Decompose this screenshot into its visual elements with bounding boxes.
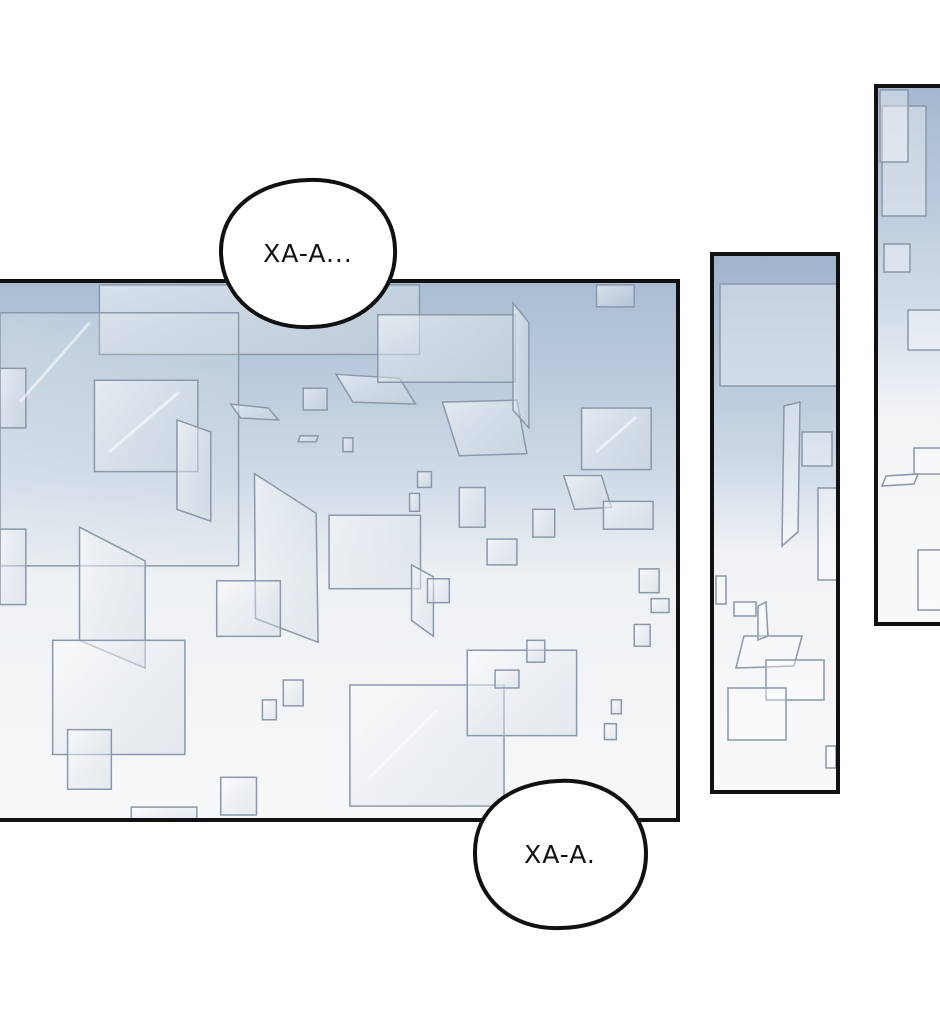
speech-bubble-text: XA-A.: [524, 840, 596, 869]
floating-glass-shards-scene: [0, 283, 676, 818]
comic-panel-main: [0, 279, 680, 822]
comic-panel-right: [874, 84, 940, 626]
speech-bubble-outline: [218, 177, 398, 330]
speech-bubble-outline: [472, 778, 649, 931]
floating-glass-shards-scene-narrow: [714, 256, 836, 790]
speech-bubble-top: XA-A...: [216, 175, 400, 332]
speech-bubble-text: XA-A...: [263, 239, 353, 268]
floating-glass-shards-scene-right: [878, 88, 940, 622]
comic-panel-narrow: [710, 252, 840, 794]
speech-bubble-bottom: XA-A.: [470, 776, 650, 933]
